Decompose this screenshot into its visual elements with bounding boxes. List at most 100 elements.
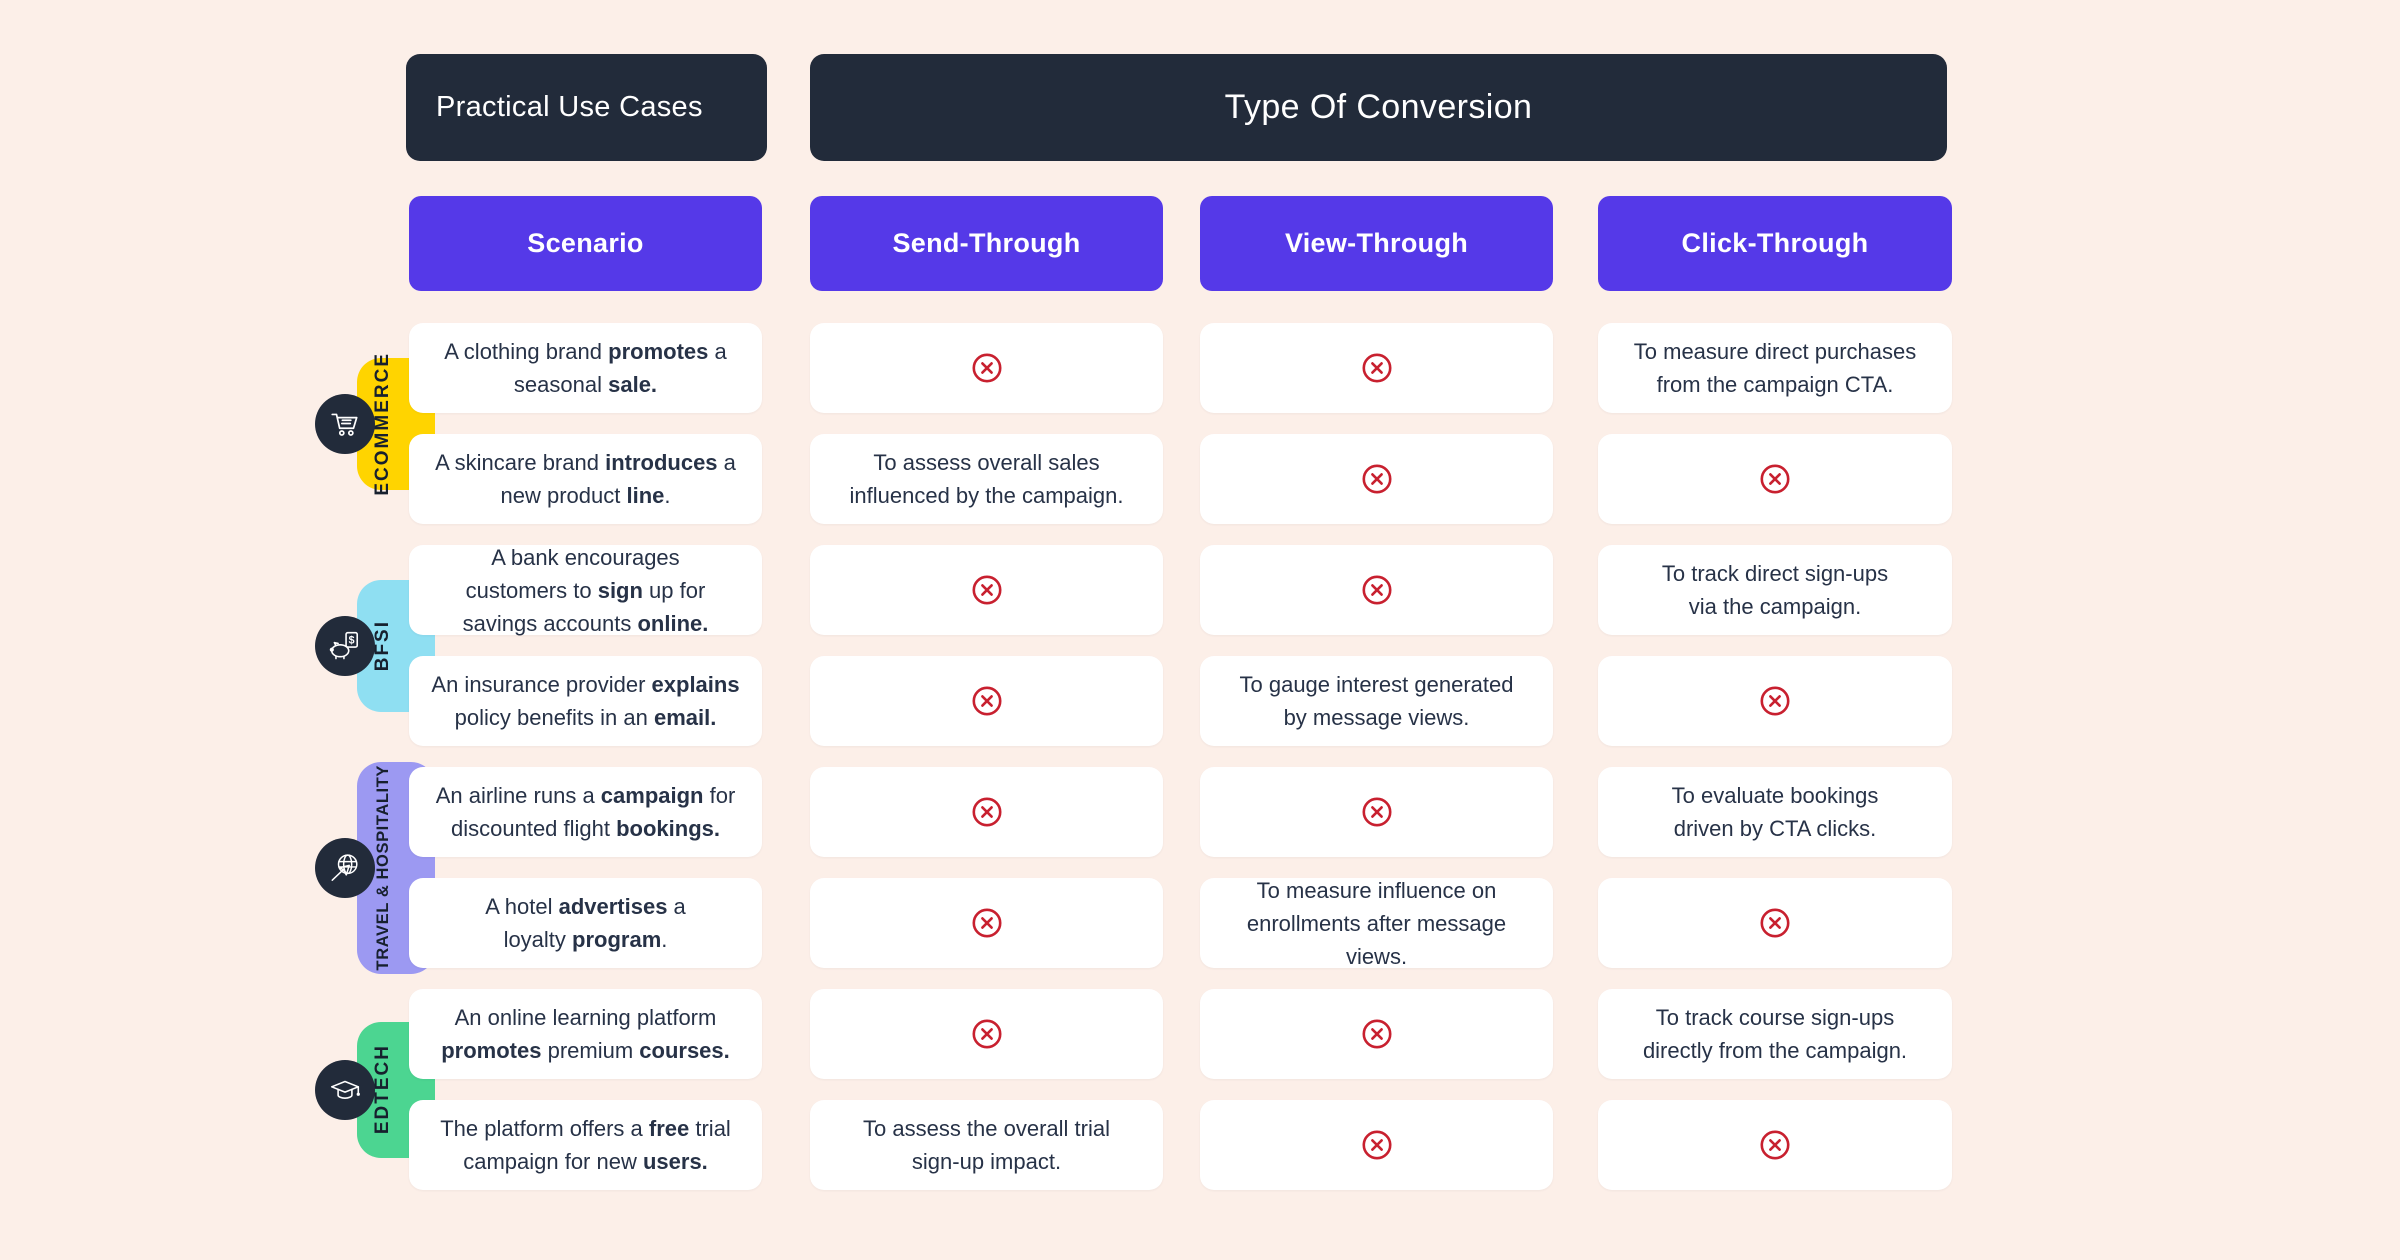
view-through-cell bbox=[1200, 1100, 1553, 1190]
conversion-text: To assess overall sales influenced by th… bbox=[849, 450, 1124, 508]
scenario-text-segment: email. bbox=[653, 705, 717, 730]
conversion-text: To gauge interest generated by message v… bbox=[1239, 672, 1514, 730]
blocked-icon bbox=[1362, 464, 1391, 494]
conversion-text: To measure direct purchases from the cam… bbox=[1633, 339, 1917, 397]
scenario-cell: An online learning platform promotes pre… bbox=[409, 989, 762, 1079]
scenario-text-segment: users. bbox=[642, 1149, 708, 1174]
send-through-cell bbox=[810, 767, 1163, 857]
scenario-text-segment: campaign bbox=[600, 783, 704, 808]
conversion-text: To track course sign-ups directly from t… bbox=[1642, 1005, 1908, 1063]
scenario-text-segment: . bbox=[664, 483, 671, 508]
scenario-text-segment: trial campaign for new bbox=[463, 1116, 731, 1174]
click-through-cell bbox=[1598, 878, 1952, 968]
blocked-icon bbox=[972, 575, 1001, 605]
category-badge-edtech bbox=[315, 1059, 375, 1120]
column-header-send-through: Send-Through bbox=[810, 196, 1163, 291]
conversion-text: To track direct sign-ups via the campaig… bbox=[1661, 561, 1889, 619]
send-through-cell bbox=[810, 656, 1163, 746]
category-label-bfsi: BFSI bbox=[372, 619, 393, 672]
blocked-icon bbox=[972, 353, 1001, 383]
scenario-text-segment: courses. bbox=[639, 1038, 730, 1063]
scenario-text-segment: for discounted flight bbox=[451, 783, 736, 841]
scenario-text-segment: sale. bbox=[608, 372, 658, 397]
view-through-cell bbox=[1200, 545, 1553, 635]
scenario-text-segment: An online learning platform bbox=[454, 1005, 717, 1030]
column-header-scenario: Scenario bbox=[409, 196, 762, 291]
scenario-text: A skincare brand introduces a new produc… bbox=[435, 446, 736, 512]
view-through-cell: To measure influence on enrollments afte… bbox=[1200, 878, 1553, 969]
view-through-cell bbox=[1200, 989, 1553, 1079]
scenario-cell: A skincare brand introduces a new produc… bbox=[409, 434, 762, 524]
scenario-text-segment: program bbox=[572, 927, 662, 952]
scenario-text-segment: An insurance provider bbox=[431, 672, 652, 697]
scenario-cell: An insurance provider explains policy be… bbox=[409, 656, 762, 746]
category-badge-travel-hospitality bbox=[315, 837, 375, 898]
scenario-cell: An airline runs a campaign for discounte… bbox=[409, 767, 762, 857]
blocked-icon bbox=[1760, 464, 1790, 494]
scenario-text-segment: A hotel bbox=[485, 894, 559, 919]
blocked-icon bbox=[1362, 353, 1391, 383]
scenario-text: The platform offers a free trial campaig… bbox=[440, 1112, 731, 1178]
globe-plane-icon bbox=[331, 853, 358, 881]
scenario-text-segment: bookings. bbox=[616, 816, 720, 841]
send-through-cell bbox=[810, 989, 1163, 1079]
column-header-view-through: View-Through bbox=[1200, 196, 1553, 291]
category-badge-ecommerce bbox=[315, 393, 375, 454]
blocked-icon bbox=[972, 908, 1001, 938]
conversion-header: Type Of Conversion bbox=[810, 54, 1947, 161]
blocked-icon bbox=[1760, 686, 1790, 716]
view-through-cell bbox=[1200, 323, 1553, 413]
blocked-icon bbox=[1362, 1019, 1391, 1049]
scenario-text-segment: a loyalty bbox=[503, 894, 686, 952]
blocked-icon bbox=[972, 797, 1001, 827]
scenario-cell: A clothing brand promotes a seasonal sal… bbox=[409, 323, 762, 413]
use-cases-header: Practical Use Cases bbox=[406, 54, 767, 161]
scenario-text-segment: promotes bbox=[608, 339, 709, 364]
scenario-text-segment: a new product bbox=[500, 450, 736, 508]
scenario-text: A bank encourages customers to sign up f… bbox=[463, 541, 709, 640]
send-through-cell bbox=[810, 878, 1163, 968]
conversion-text: To measure influence on enrollments afte… bbox=[1246, 877, 1507, 969]
send-through-cell bbox=[810, 545, 1163, 635]
scenario-text-segment: A clothing brand bbox=[444, 339, 609, 364]
click-through-cell bbox=[1598, 434, 1952, 524]
blocked-icon bbox=[1362, 575, 1391, 605]
scenario-text-segment: A skincare brand bbox=[435, 450, 606, 475]
category-badge-bfsi: $ bbox=[315, 615, 375, 676]
scenario-cell: A bank encourages customers to sign up f… bbox=[409, 545, 762, 636]
scenario-cell: A hotel advertises a loyalty program. bbox=[409, 878, 762, 968]
scenario-text-segment: up for savings accounts bbox=[462, 577, 706, 636]
click-through-cell bbox=[1598, 656, 1952, 746]
view-through-cell bbox=[1200, 434, 1553, 524]
click-through-cell bbox=[1598, 1100, 1952, 1190]
send-through-cell bbox=[810, 323, 1163, 413]
view-through-cell: To gauge interest generated by message v… bbox=[1200, 656, 1553, 746]
click-through-cell: To track direct sign-ups via the campaig… bbox=[1598, 545, 1952, 635]
click-through-cell: To measure direct purchases from the cam… bbox=[1598, 323, 1952, 413]
scenario-cell: The platform offers a free trial campaig… bbox=[409, 1100, 762, 1190]
conversion-text: To assess the overall trial sign-up impa… bbox=[863, 1116, 1110, 1174]
scenario-text-segment: A bank encourages customers to bbox=[465, 544, 680, 603]
scenario-text-segment: An airline runs a bbox=[435, 783, 601, 808]
blocked-icon bbox=[1760, 1130, 1790, 1160]
scenario-text: An online learning platform promotes pre… bbox=[441, 1001, 730, 1067]
category-label-edtech: EDTECH bbox=[372, 1044, 393, 1135]
blocked-icon bbox=[1760, 908, 1790, 938]
click-through-cell: To track course sign-ups directly from t… bbox=[1598, 989, 1952, 1079]
scenario-text-segment: policy benefits in an bbox=[454, 705, 648, 730]
scenario-text-segment: advertises bbox=[558, 894, 668, 919]
scenario-text-segment: sign bbox=[597, 577, 643, 603]
piggy-bank-icon: $ bbox=[329, 631, 359, 659]
scenario-text-segment: free bbox=[648, 1116, 690, 1141]
blocked-icon bbox=[1362, 1130, 1391, 1160]
send-through-cell: To assess the overall trial sign-up impa… bbox=[810, 1100, 1163, 1190]
click-through-cell: To evaluate bookings driven by CTA click… bbox=[1598, 767, 1952, 857]
scenario-text-segment: online. bbox=[637, 610, 709, 636]
column-header-click-through: Click-Through bbox=[1598, 196, 1952, 291]
scenario-text: An insurance provider explains policy be… bbox=[431, 668, 739, 734]
scenario-text-segment: The platform offers a bbox=[440, 1116, 649, 1141]
blocked-icon bbox=[972, 1019, 1001, 1049]
scenario-text-segment: . bbox=[661, 927, 668, 952]
category-label-ecommerce: ECOMMERCE bbox=[372, 351, 393, 496]
